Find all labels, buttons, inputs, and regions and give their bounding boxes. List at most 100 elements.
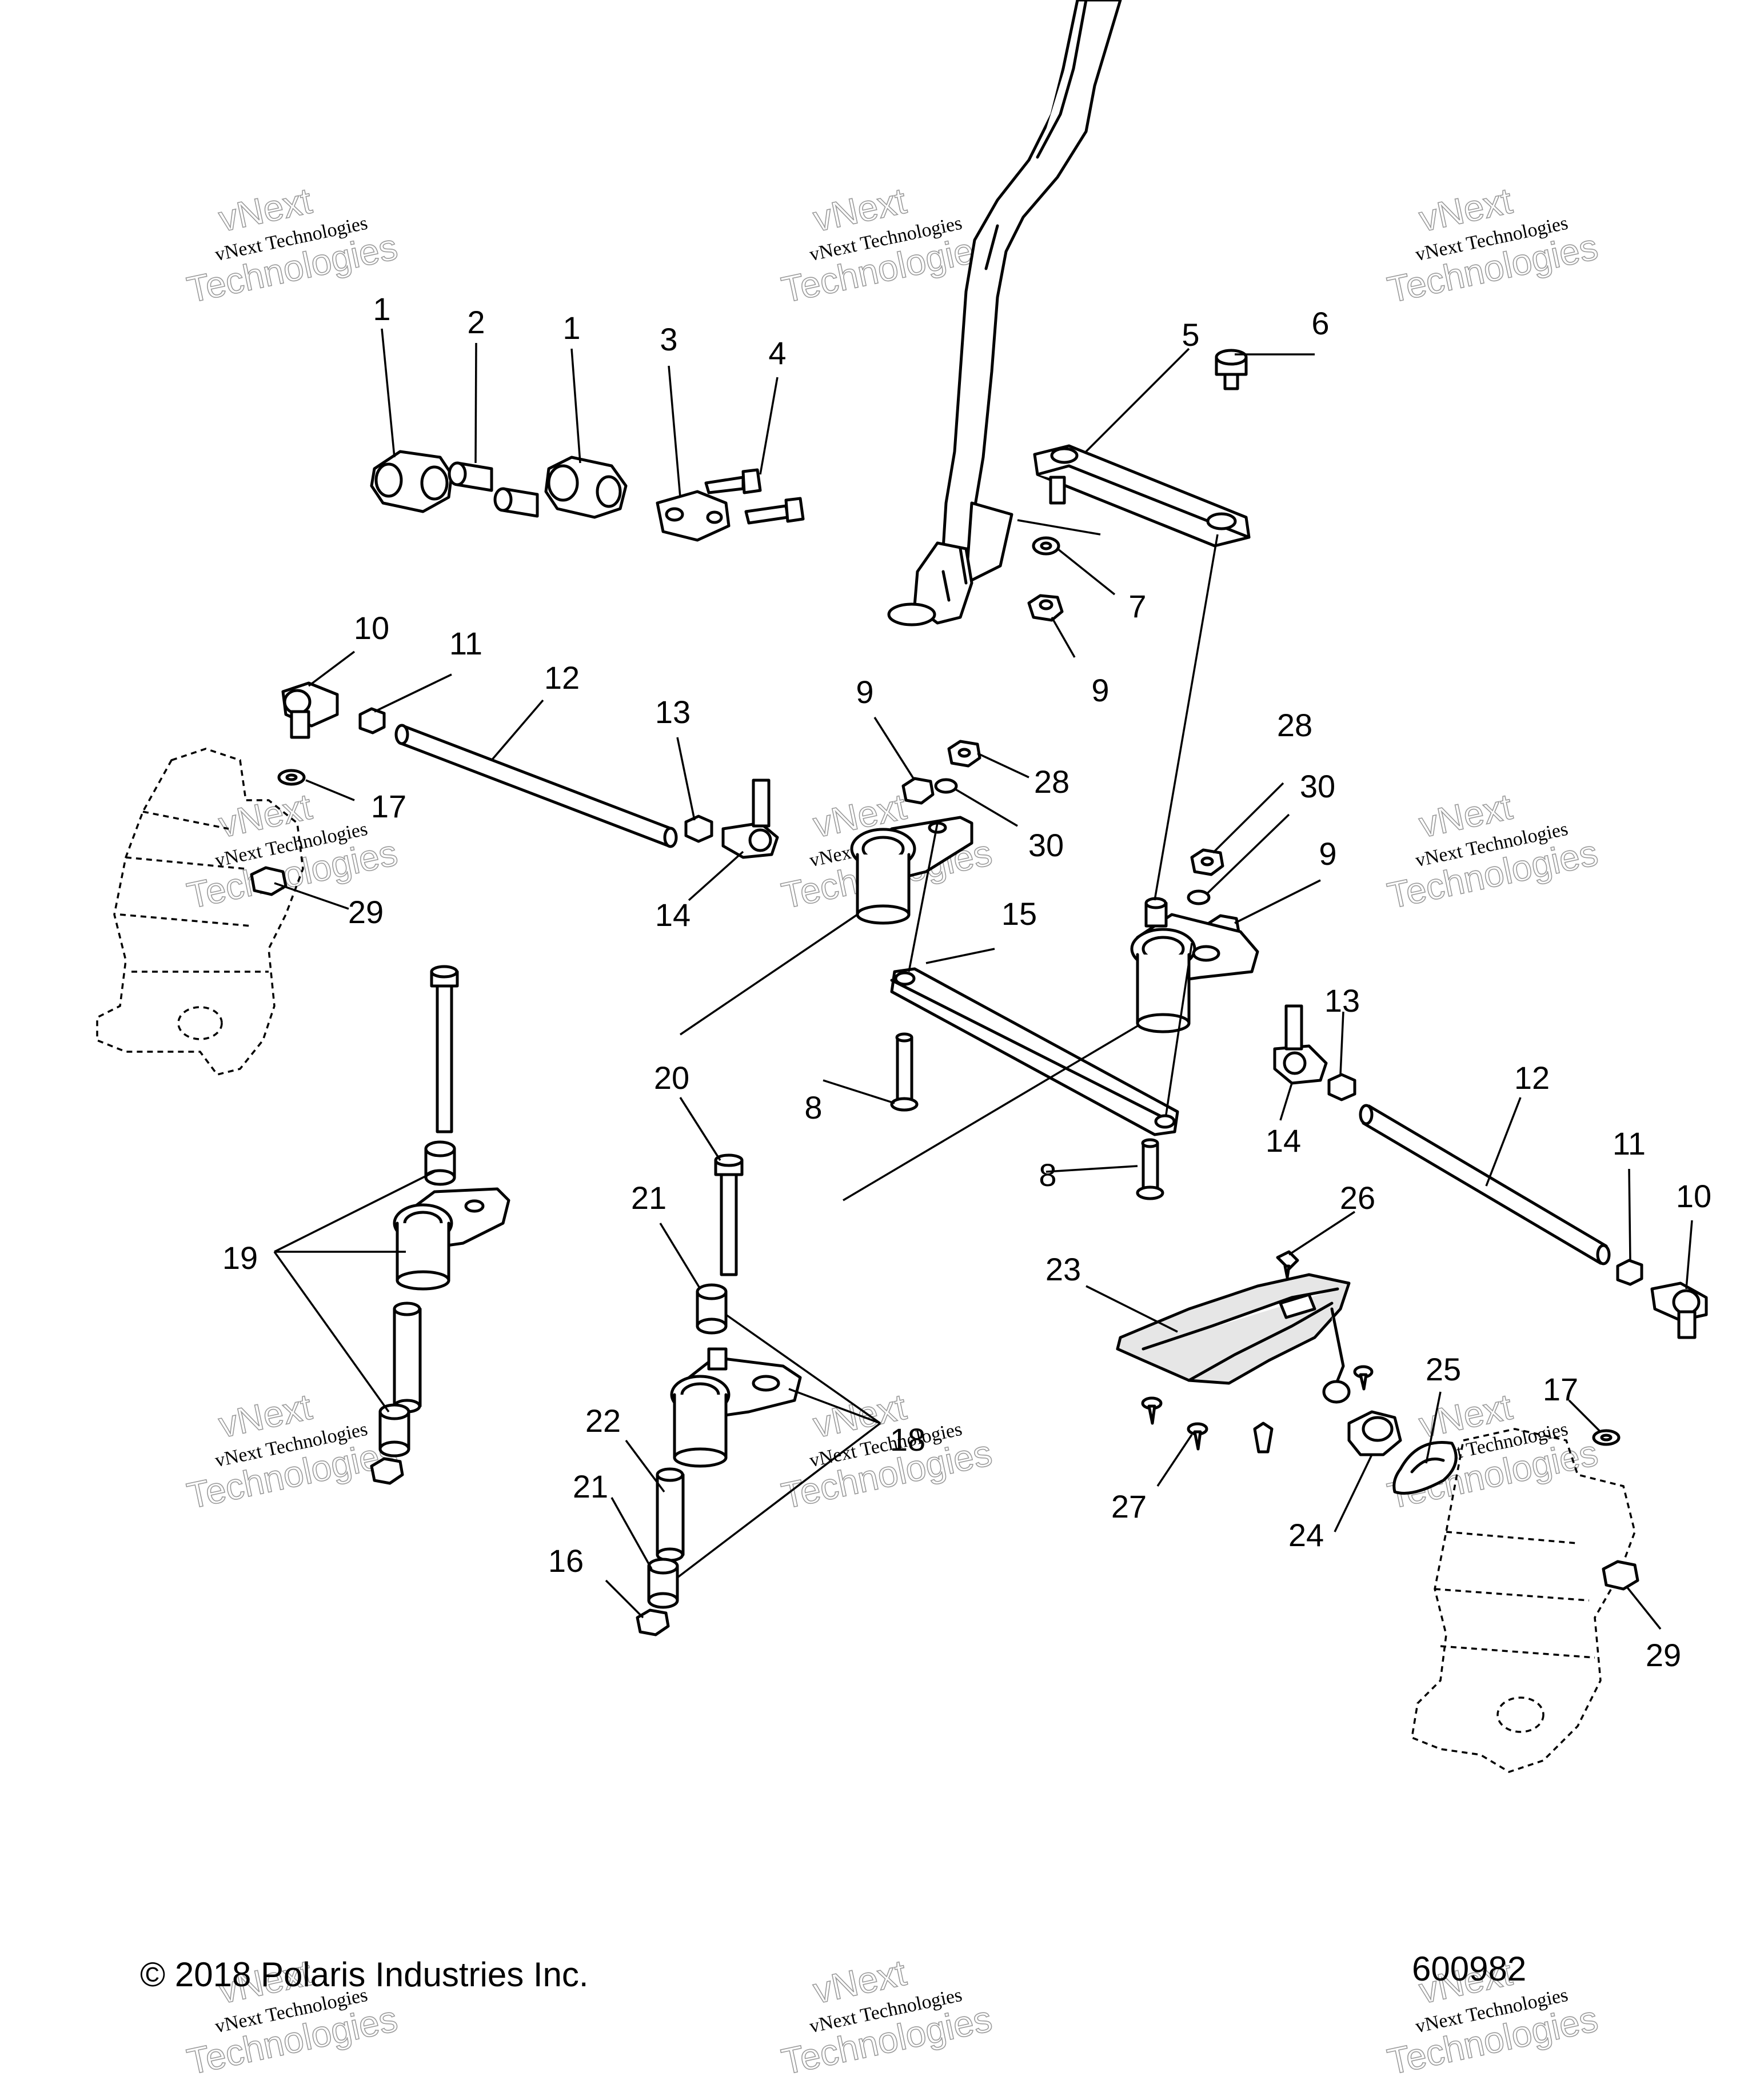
part-15-drag-link bbox=[890, 967, 1179, 1136]
part-12-tie-rod-right bbox=[1359, 1104, 1611, 1265]
part-19-bushing-lower bbox=[378, 1403, 410, 1458]
part-13-jam-nut-right bbox=[1327, 1073, 1356, 1101]
part-27-screw-b bbox=[1187, 1422, 1208, 1451]
part-4-bolt-lower bbox=[744, 497, 805, 525]
callout-24: 24 bbox=[1288, 1517, 1324, 1553]
part-4-bolt-upper bbox=[704, 468, 762, 494]
steering-column bbox=[887, 0, 1122, 626]
watermark: vNext vNext Technologies Technologies bbox=[777, 1951, 996, 2083]
part-1-coupler-left bbox=[370, 450, 453, 513]
callout-27: 27 bbox=[1111, 1488, 1147, 1524]
callout-8: 8 bbox=[1039, 1157, 1056, 1193]
leader-lines bbox=[273, 328, 1693, 1630]
part-24-grommet bbox=[1347, 1410, 1402, 1456]
part-1-coupler-right bbox=[544, 456, 628, 519]
right-steering-knuckle-outline bbox=[1411, 1428, 1636, 1773]
callout-15: 15 bbox=[1001, 896, 1037, 932]
part-28-nut-center bbox=[947, 740, 981, 768]
part-6-bolt bbox=[1215, 349, 1248, 390]
part-19-bolt bbox=[430, 965, 459, 1133]
part-7-washer bbox=[1032, 536, 1060, 556]
callout-21: 21 bbox=[631, 1180, 667, 1216]
callout-17: 17 bbox=[371, 788, 406, 824]
watermark: vNext vNext Technologies Technologies bbox=[1383, 1951, 1602, 2083]
callout-20: 20 bbox=[654, 1060, 689, 1096]
part-19-pivot-arm bbox=[393, 1187, 510, 1291]
callout-14: 14 bbox=[1266, 1123, 1301, 1159]
callout-14: 14 bbox=[655, 897, 691, 933]
part-11-jam-nut-left bbox=[358, 707, 386, 734]
callout-16: 16 bbox=[548, 1543, 584, 1579]
callout-10: 10 bbox=[354, 610, 389, 646]
part-8-pin-left bbox=[890, 1032, 919, 1112]
part-17-washer-left bbox=[277, 769, 306, 786]
callouts: 1 2 1 3 4 5 6 7 9 10 11 12 13 14 17 29 9… bbox=[222, 291, 1711, 1673]
part-23-steering-guard bbox=[1116, 1273, 1351, 1404]
callout-1: 1 bbox=[562, 310, 580, 346]
part-26-screw bbox=[1276, 1250, 1299, 1279]
part-27-screw-a bbox=[1141, 1396, 1163, 1425]
part-16-nut bbox=[636, 1608, 670, 1636]
part-10-tie-rod-end-right bbox=[1650, 1281, 1708, 1339]
watermark: vNext vNext Technologies Technologies bbox=[183, 1386, 401, 1517]
watermark: vNext vNext Technologies Technologies bbox=[777, 179, 996, 311]
callout-1: 1 bbox=[373, 291, 390, 327]
part-9-nut-upper bbox=[1027, 594, 1064, 622]
part-5-pitman-arm bbox=[1033, 444, 1251, 548]
callout-2: 2 bbox=[467, 304, 485, 340]
callout-13: 13 bbox=[1324, 983, 1360, 1019]
callout-23: 23 bbox=[1045, 1251, 1081, 1287]
callout-12: 12 bbox=[544, 660, 580, 696]
part-30-washer-right bbox=[1187, 889, 1211, 905]
part-27-screw-d bbox=[1353, 1365, 1374, 1391]
callout-28: 28 bbox=[1034, 764, 1069, 800]
part-9-nut-center bbox=[901, 777, 935, 805]
callout-12: 12 bbox=[1514, 1060, 1550, 1096]
callout-13: 13 bbox=[655, 694, 691, 730]
callout-26: 26 bbox=[1340, 1180, 1375, 1216]
part-12-tie-rod-left bbox=[394, 724, 678, 848]
part-29-flange-nut-left bbox=[250, 866, 288, 896]
part-21-bushing-upper bbox=[696, 1283, 728, 1335]
figure-number: 600982 bbox=[1412, 1950, 1526, 1988]
callout-9: 9 bbox=[856, 674, 873, 710]
watermark: vNext vNext Technologies Technologies bbox=[183, 179, 401, 311]
part-2-spacer-upper bbox=[448, 461, 493, 492]
left-steering-knuckle-outline bbox=[96, 748, 304, 1076]
callout-28: 28 bbox=[1277, 707, 1312, 743]
part-30-washer-center bbox=[934, 778, 958, 794]
watermark: vNext vNext Technologies Technologies bbox=[1383, 179, 1602, 311]
part-22-sleeve bbox=[656, 1467, 685, 1562]
part-19-bushing-upper bbox=[424, 1140, 456, 1186]
left-steering-arm bbox=[850, 816, 973, 925]
callout-25: 25 bbox=[1426, 1351, 1461, 1387]
part-10-tie-rod-end-left bbox=[281, 681, 339, 739]
part-18-pivot-arm bbox=[670, 1347, 802, 1468]
part-29-flange-nut-right bbox=[1602, 1560, 1639, 1591]
callout-7: 7 bbox=[1128, 588, 1146, 624]
callout-22: 22 bbox=[585, 1403, 621, 1439]
callout-6: 6 bbox=[1311, 305, 1329, 341]
part-19-sleeve bbox=[393, 1301, 422, 1414]
callout-19: 19 bbox=[222, 1240, 258, 1276]
callout-8: 8 bbox=[804, 1089, 822, 1125]
callout-30: 30 bbox=[1028, 827, 1064, 863]
right-steering-arm bbox=[1130, 897, 1259, 1033]
callout-9: 9 bbox=[1319, 836, 1336, 872]
part-8-pin-right bbox=[1136, 1138, 1164, 1200]
callout-9: 9 bbox=[1091, 672, 1109, 708]
part-21-bushing-lower bbox=[647, 1558, 679, 1609]
callout-10: 10 bbox=[1676, 1178, 1711, 1214]
copyright-text: © 2018 Polaris Industries Inc. bbox=[140, 1955, 589, 1994]
part-2-spacer-lower bbox=[493, 487, 539, 518]
callout-5: 5 bbox=[1182, 317, 1199, 353]
part-3-plate bbox=[656, 490, 731, 542]
callout-3: 3 bbox=[660, 321, 677, 357]
part-pitman-stud bbox=[1049, 476, 1066, 505]
part-20-bolt bbox=[714, 1153, 744, 1276]
callout-29: 29 bbox=[348, 894, 384, 930]
callout-21: 21 bbox=[573, 1468, 608, 1504]
callout-11: 11 bbox=[1613, 1125, 1646, 1161]
callout-18: 18 bbox=[890, 1422, 925, 1458]
